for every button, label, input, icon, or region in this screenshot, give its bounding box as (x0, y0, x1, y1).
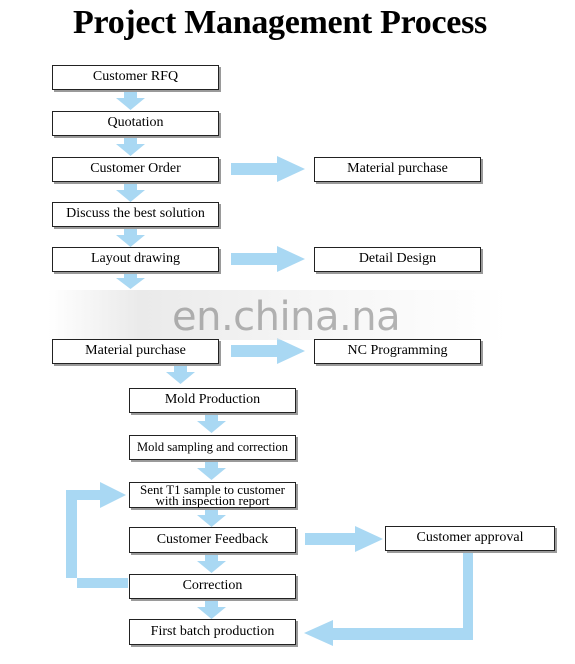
step-discuss-solution: Discuss the best solution (52, 202, 219, 227)
arrow-feedback-to-approval (305, 526, 383, 552)
arrow-order-to-discuss (116, 181, 145, 202)
arrow-layout-to-hidden (116, 272, 145, 289)
sent-t1-line-2: with inspection report (155, 493, 270, 508)
step-customer-approval: Customer approval (385, 526, 555, 551)
loop-arrow-correction-to-sent (66, 482, 128, 588)
arrow-material-to-mold (166, 365, 195, 384)
arrow-feedback-to-correction (197, 553, 226, 573)
step-layout-drawing: Layout drawing (52, 247, 219, 272)
arrow-correction-to-first-batch (197, 599, 226, 619)
elbow-arrow-approval-to-first-batch (304, 551, 473, 646)
step-quotation: Quotation (52, 111, 219, 136)
step-sent-t1-sample: Sent T1 sample to customer with inspecti… (129, 482, 296, 508)
arrow-order-to-material (231, 156, 305, 182)
page-title: Project Management Process (73, 4, 487, 41)
step-first-batch-production: First batch production (129, 619, 296, 645)
sent-t1-line-1: Sent T1 sample to customer (140, 481, 285, 497)
arrow-discuss-to-layout (116, 227, 145, 247)
step-nc-programming: NC Programming (314, 339, 481, 364)
arrow-sampling-to-sent (197, 460, 226, 480)
arrow-sent-to-feedback (197, 508, 226, 527)
step-detail-design: Detail Design (314, 247, 481, 272)
right-arrows (231, 156, 383, 552)
step-customer-rfq: Customer RFQ (52, 65, 219, 90)
step-customer-feedback: Customer Feedback (129, 527, 296, 553)
step-correction: Correction (129, 574, 296, 599)
step-mold-sampling: Mold sampling and correction (129, 435, 296, 460)
arrow-rfq-to-quotation (116, 90, 145, 110)
arrow-layout-to-detail (231, 246, 305, 272)
step-material-purchase-1: Material purchase (314, 157, 481, 182)
arrow-material-to-nc (231, 338, 305, 364)
step-mold-production: Mold Production (129, 388, 296, 413)
down-arrows (116, 90, 226, 619)
arrow-quotation-to-order (116, 136, 145, 156)
faded-region (48, 290, 508, 340)
step-material-purchase-2: Material purchase (52, 339, 219, 364)
watermark: en.china.na (172, 294, 401, 340)
step-customer-order: Customer Order (52, 157, 219, 182)
arrow-mold-to-sampling (197, 413, 226, 433)
